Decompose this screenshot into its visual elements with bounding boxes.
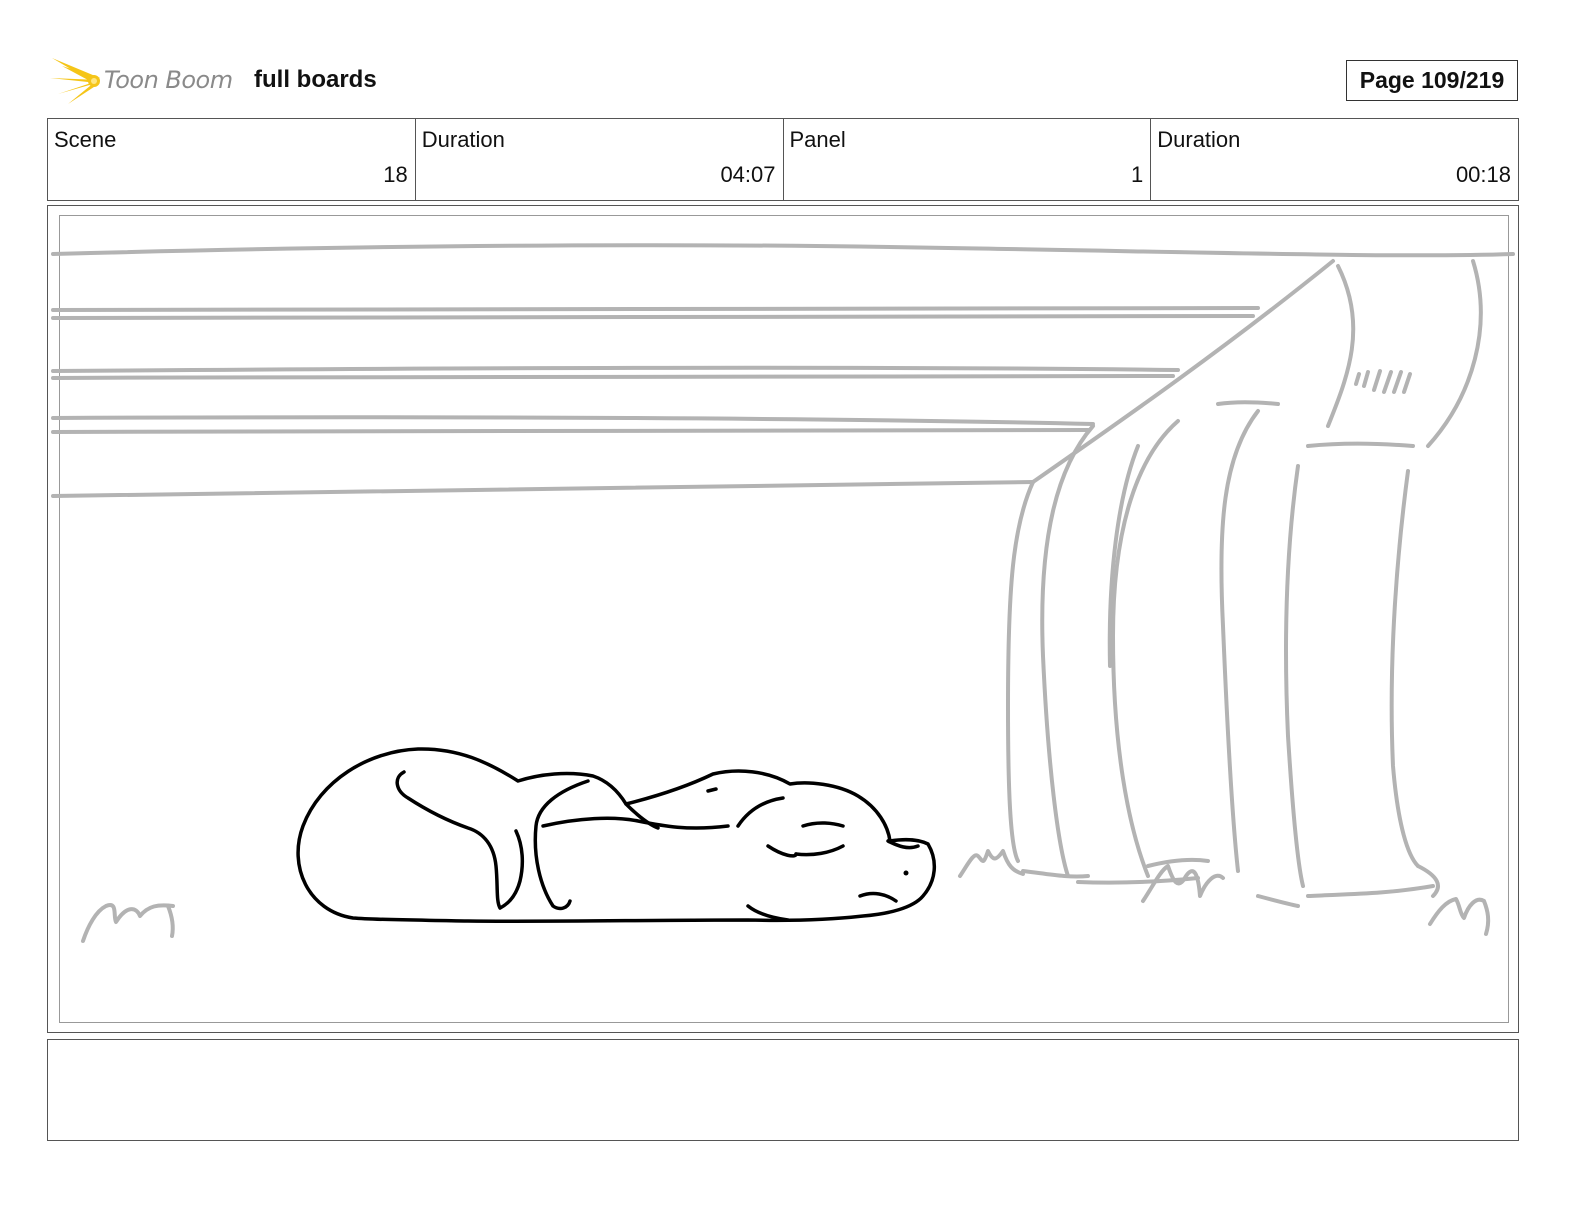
panel-duration-label: Duration: [1157, 127, 1241, 152]
background-sketch: [51, 243, 1515, 943]
panel-cell: Panel 1: [784, 119, 1152, 200]
info-table: Scene 18 Duration 04:07 Panel 1 Duration…: [47, 118, 1519, 201]
storyboard-panel: [47, 205, 1519, 1033]
panel-duration-value: 00:18: [1455, 162, 1511, 187]
panel-label: Panel: [789, 127, 846, 152]
panel-value: 1: [1131, 162, 1144, 187]
page-indicator: Page 109/219: [1346, 60, 1518, 101]
toon-boom-logo-icon: [50, 58, 100, 104]
scene-duration-value: 04:07: [720, 162, 776, 187]
scene-value: 18: [383, 162, 408, 187]
scene-duration-cell: Duration 04:07: [416, 119, 784, 200]
panel-drawing: [51, 243, 1515, 943]
character-sketch: [296, 747, 936, 924]
panel-duration-cell: Duration 00:18: [1151, 119, 1518, 200]
notes-box: [47, 1039, 1519, 1141]
panel-safe-frame: [59, 215, 1509, 1023]
scene-label: Scene: [54, 127, 117, 152]
board-title: full boards: [254, 66, 377, 93]
scene-cell: Scene 18: [48, 119, 416, 200]
scene-duration-label: Duration: [421, 127, 505, 152]
page-label: Page 109/219: [1359, 67, 1505, 93]
logo-wordmark: Toon Boom: [104, 66, 233, 94]
